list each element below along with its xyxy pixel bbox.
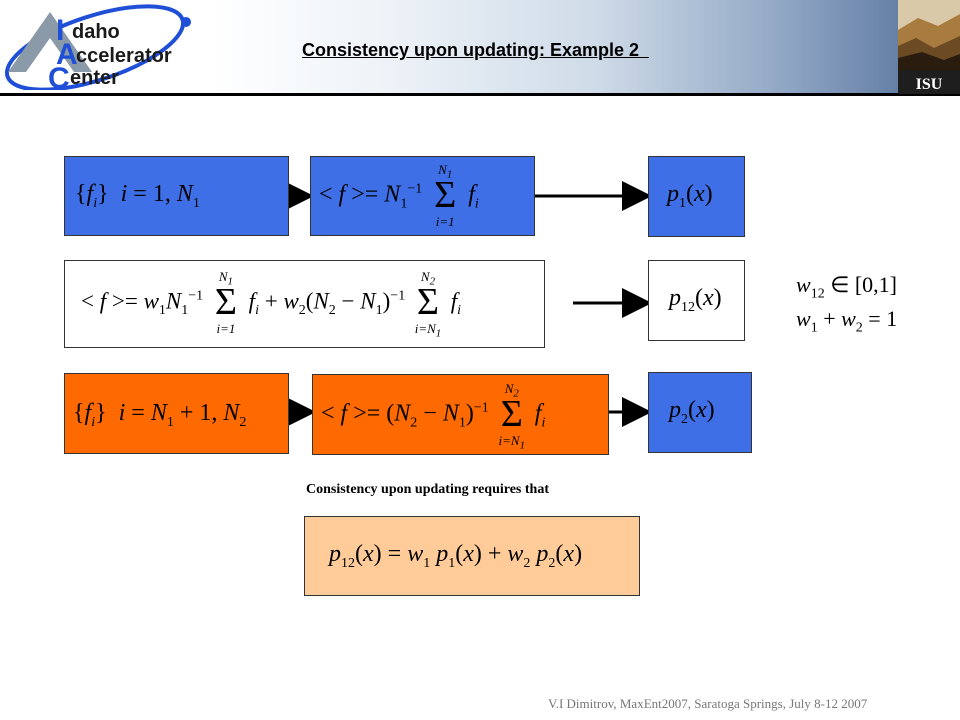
idaho-accelerator-center-logo: I daho A ccelerator C enter [4, 4, 191, 90]
row1-data-formula: {fi} i = 1, N1 [75, 181, 200, 211]
row1-distribution-formula: p1(x) [667, 181, 713, 211]
consistency-caption: Consistency upon updating requires that [306, 482, 549, 497]
header-gradient [0, 0, 960, 94]
slide-footer: V.I Dimitrov, MaxEnt2007, Saratoga Sprin… [548, 696, 868, 711]
slide-title: Consistency upon updating: Example 2 [302, 40, 650, 60]
row2-distribution-box: p12(x) [648, 260, 745, 341]
logo-initial-c: C [48, 62, 70, 90]
isu-label: ISU [916, 76, 943, 93]
result-formula: p12(x) = w1 p1(x) + w2 p2(x) [329, 541, 583, 571]
logo-initial-i: I [56, 14, 64, 47]
row3-distribution-box: p2(x) [648, 372, 752, 453]
header-divider [0, 93, 960, 96]
row3-data-formula: {fi} i = N1 + 1, N2 [73, 400, 247, 430]
weight-sum-condition: w1 + w2 = 1 [796, 306, 898, 336]
logo-text-daho: daho [72, 21, 120, 43]
logo-text-ccelerator: ccelerator [76, 45, 172, 67]
row1-distribution-box: p1(x) [648, 156, 745, 237]
row3-distribution-formula: p2(x) [669, 397, 715, 427]
weight-range-condition: w12 ∈ [0,1] [796, 272, 898, 302]
result-box: p12(x) = w1 p1(x) + w2 p2(x) [304, 516, 640, 596]
isu-logo: ISU [898, 0, 960, 94]
logo-initial-a: A [56, 38, 78, 71]
row3-data-box: {fi} i = N1 + 1, N2 [64, 373, 289, 454]
slide-header: I daho A ccelerator C enter Consistency … [0, 0, 960, 96]
logo-text-enter: enter [70, 67, 119, 89]
row2-distribution-formula: p12(x) [669, 285, 722, 315]
row1-data-box: {fi} i = 1, N1 [64, 156, 289, 236]
